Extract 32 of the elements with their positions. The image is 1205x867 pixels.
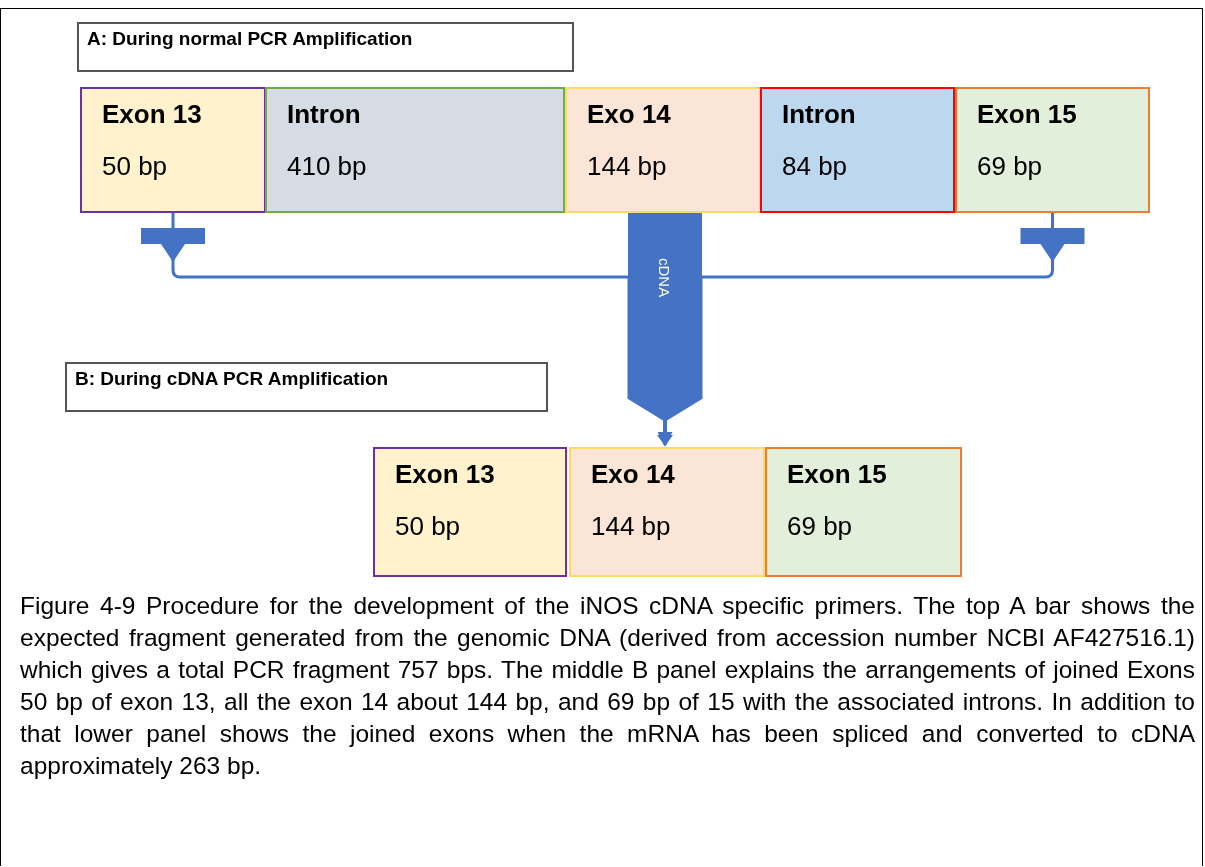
segment-length: 144 bp <box>587 151 667 182</box>
segment-name: Intron <box>782 99 856 130</box>
figure-caption: Figure 4-9 Procedure for the development of the iNOS cDNA specific primers. The top A bar shows the expected fragment generated from the genomic DNA (derived from accession number NCBI AF427516.1) which gives a total PCR fragment 757 bps. The middle B panel explains the arrangements of joined Exons 50 bp of exon 13, all the exon 14 about 144 bp, and 69 bp of 15 with the associated introns. In addition to that lower panel shows the joined exons when the mRNA has been spliced and converted to cDNA approximately 263 bp. <box>20 591 1195 781</box>
segment-length: 144 bp <box>591 511 671 542</box>
segment-length: 84 bp <box>782 151 848 182</box>
gene-segment-box <box>265 87 565 213</box>
gene-segment-box <box>569 447 765 577</box>
gene-segment-box <box>565 87 761 213</box>
panel-heading: B: During cDNA PCR Amplification <box>75 368 389 390</box>
gene-segment-box <box>955 87 1150 213</box>
segment-length: 50 bp <box>102 151 168 182</box>
segment-name: Exon 13 <box>395 459 495 490</box>
segment-length: 410 bp <box>287 151 367 182</box>
panel-heading-box <box>77 22 574 72</box>
block-arrow <box>628 213 702 446</box>
gene-segment-box <box>80 87 266 213</box>
segment-length: 69 bp <box>787 511 853 542</box>
gene-segment-box <box>373 447 567 577</box>
segment-name: Exo 14 <box>591 459 675 490</box>
segment-length: 50 bp <box>395 511 461 542</box>
connector-line <box>657 213 1054 447</box>
segment-length: 69 bp <box>977 151 1043 182</box>
segment-name: Intron <box>287 99 361 130</box>
panel-heading-box <box>65 362 548 412</box>
gene-segment-box <box>765 447 962 577</box>
segment-name: Exo 14 <box>587 99 671 130</box>
panel-heading: A: During normal PCR Amplification <box>87 28 413 50</box>
segment-name: Exon 15 <box>977 99 1077 130</box>
segment-name: Exon 13 <box>102 99 202 130</box>
edge-label: cDNA <box>656 258 673 298</box>
gene-segment-box <box>760 87 955 213</box>
segment-name: Exon 15 <box>787 459 887 490</box>
